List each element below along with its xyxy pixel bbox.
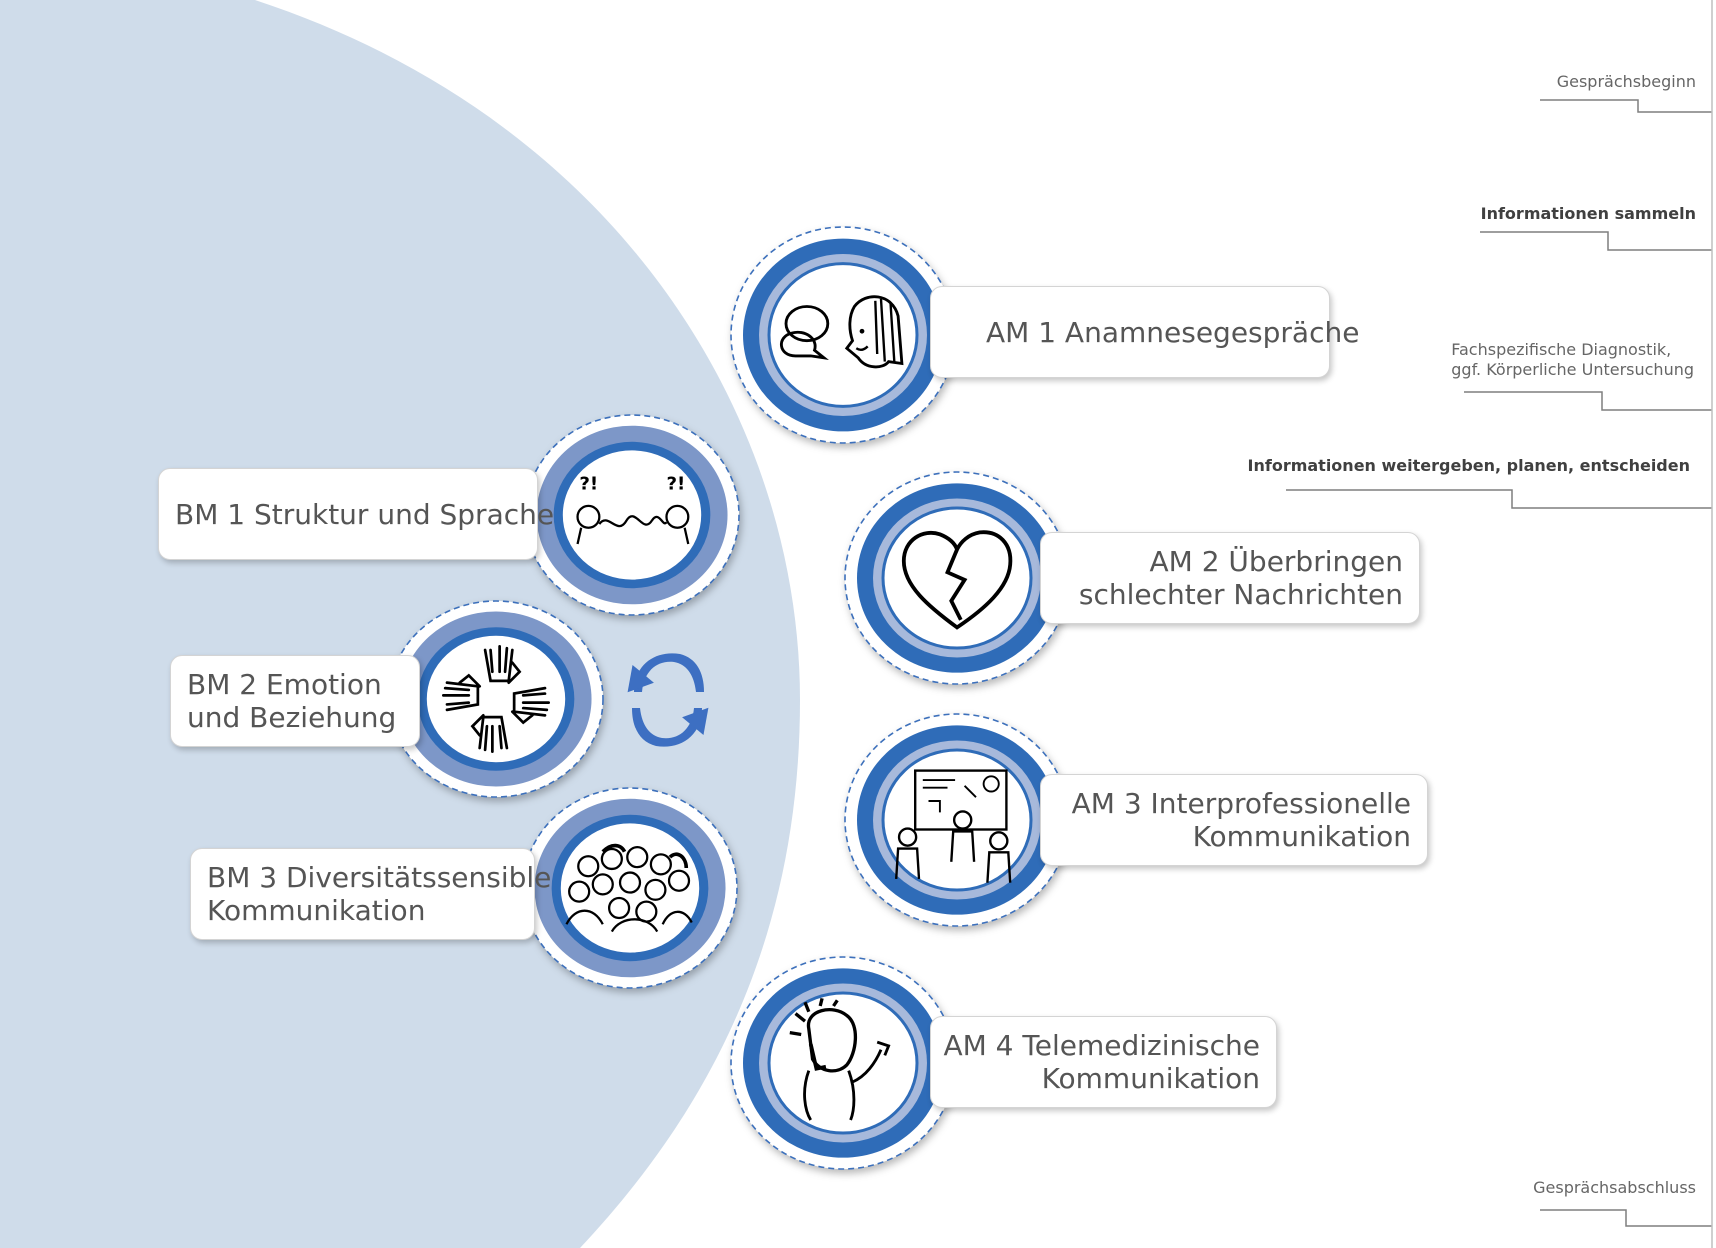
team-whiteboard-icon (895, 769, 1012, 883)
phase-bracket-line (1464, 391, 1712, 411)
module-label-line: Kommunikation (207, 894, 426, 927)
module-label-am4: AM 4 Telemedizinische Kommunikation (930, 1016, 1277, 1108)
phase-label-line: ggf. Körperliche Untersuchung (1451, 360, 1694, 379)
module-label-line: und Beziehung (187, 701, 397, 734)
module-circle-am1 (730, 226, 956, 444)
phase-bracket-line (1286, 489, 1712, 509)
phase-bracket-line (1480, 231, 1712, 251)
confused-conversation-icon: ?!?! (576, 474, 690, 545)
phase-bracket-line (1540, 99, 1712, 113)
module-label-bm1: BM 1 Struktur und Sprache (158, 468, 554, 560)
speech-bubbles-person-icon (780, 295, 904, 369)
phase-label-line: Informationen sammeln (1480, 204, 1696, 223)
module-circle-bm1: ?!?! (524, 414, 740, 616)
joined-hands-icon (441, 644, 551, 754)
person-phone-icon (789, 997, 891, 1121)
module-label-line: AM 3 Interprofessionelle (1071, 787, 1411, 820)
phase-label-conversation-start: Gesprächsbeginn (1557, 72, 1696, 92)
module-label-line: schlechter Nachrichten (1078, 578, 1403, 611)
module-label-line: BM 2 Emotion (187, 668, 382, 701)
phase-label-share-plan-decide: Informationen weitergeben, planen, entsc… (1248, 456, 1690, 476)
module-label-am1: AM 1 Anamnesegespräche (930, 286, 1359, 378)
phase-label-line: Gesprächsbeginn (1556, 72, 1696, 91)
phase-label-diagnostics: Fachspezifische Diagnostik, ggf. Körperl… (1451, 340, 1694, 380)
svg-text:?!: ?! (579, 474, 598, 495)
phase-label-gather-information: Informationen sammeln (1481, 204, 1696, 224)
module-circle-am2 (844, 471, 1070, 685)
module-circle-am3 (844, 713, 1070, 927)
phase-label-line: Fachspezifische Diagnostik, (1451, 340, 1672, 359)
module-label-line: AM 1 Anamnesegespräche (986, 315, 1360, 349)
module-label-line: AM 2 Überbringen (1149, 545, 1404, 578)
diverse-group-icon (565, 843, 693, 933)
phase-label-line: Gesprächsabschluss (1533, 1178, 1696, 1197)
module-label-bm2: BM 2 Emotion und Beziehung (170, 655, 420, 747)
module-label-line: BM 3 Diversitätssensible (207, 861, 552, 894)
broken-heart-icon (901, 530, 1013, 630)
module-label-am3: AM 3 Interprofessionelle Kommunikation (1040, 774, 1428, 866)
background-half-circle (0, 0, 800, 1248)
cycle-arrows-icon (627, 653, 709, 747)
module-label-am2: AM 2 Überbringen schlechter Nachrichten (1040, 532, 1420, 624)
phase-bracket-line (1540, 1209, 1712, 1227)
module-circle-am4 (730, 956, 956, 1170)
phase-label-line: Informationen weitergeben, planen, entsc… (1247, 456, 1690, 475)
phase-label-conversation-end: Gesprächsabschluss (1533, 1178, 1696, 1198)
module-circle-bm3 (522, 787, 738, 989)
module-circle-bm2 (388, 600, 604, 798)
module-label-line: BM 1 Struktur und Sprache (175, 497, 555, 531)
module-label-line: AM 4 Telemedizinische (943, 1029, 1260, 1062)
svg-text:?!: ?! (666, 474, 685, 495)
module-label-line: Kommunikation (1192, 820, 1411, 853)
module-label-line: Kommunikation (1041, 1062, 1260, 1095)
module-label-bm3: BM 3 Diversitätssensible Kommunikation (190, 848, 551, 940)
